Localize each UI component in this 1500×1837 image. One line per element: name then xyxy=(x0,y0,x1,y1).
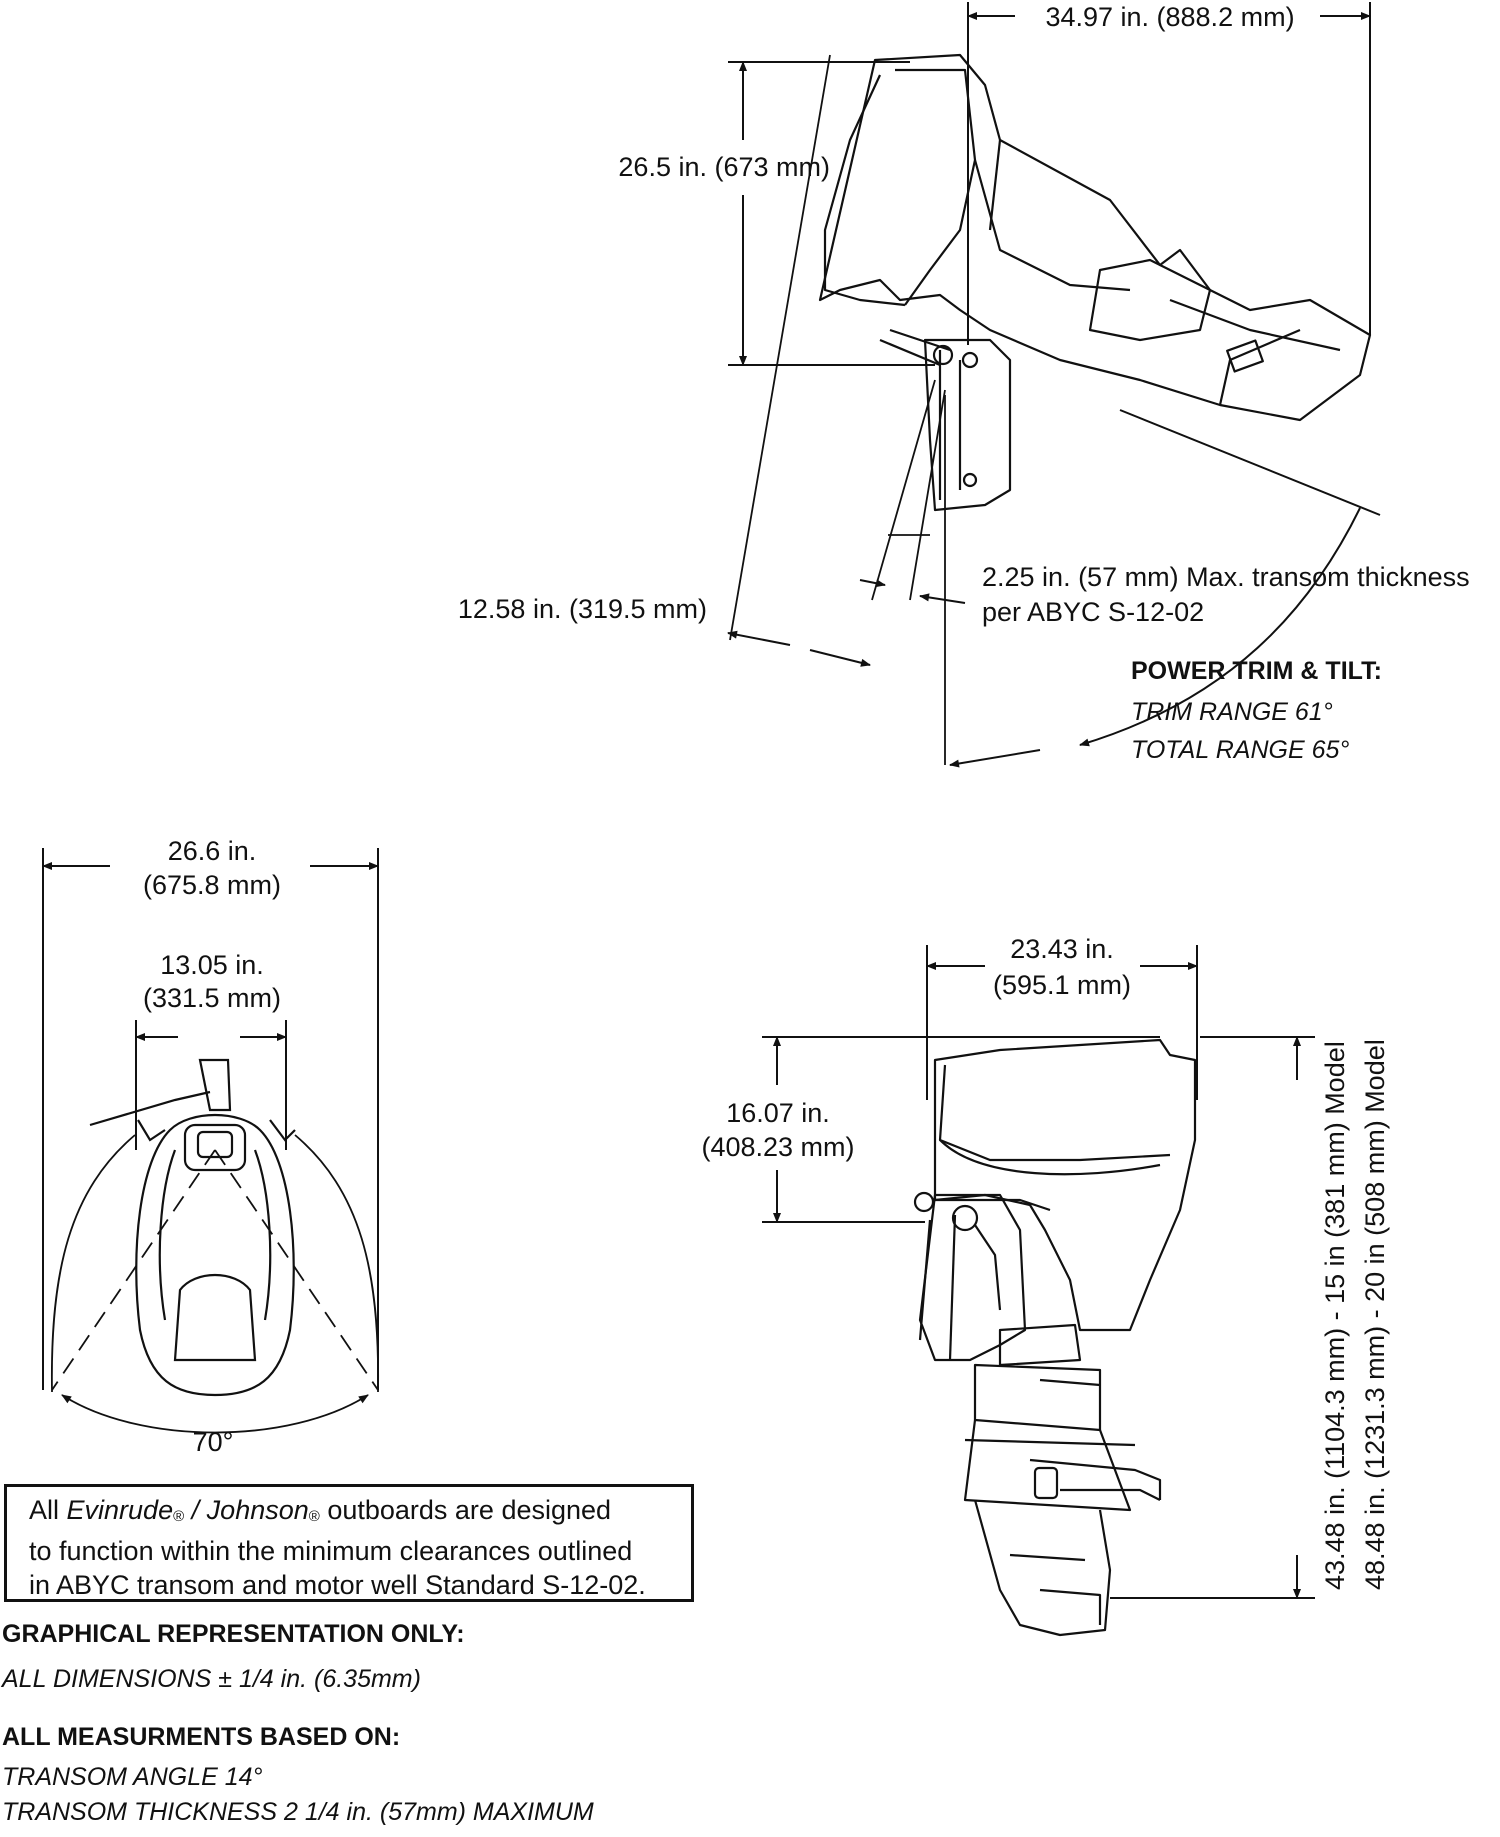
upright-upper-height-dimension xyxy=(762,1036,1160,1223)
transom-thickness-arrows xyxy=(859,579,966,604)
registered-mark: ® xyxy=(173,1508,185,1525)
tilted-height-dimension xyxy=(728,61,935,366)
total-range-text: TOTAL RANGE 65° xyxy=(1131,736,1349,764)
trim-range-text: TRIM RANGE 61° xyxy=(1131,698,1333,726)
setback-label: 12.58 in. (319.5 mm) xyxy=(458,594,707,624)
outer-width-line2: (675.8 mm) xyxy=(143,870,281,900)
setback-dimension xyxy=(727,630,871,667)
trim-range-arc xyxy=(949,409,1381,768)
transom-reference-lines xyxy=(729,54,946,765)
tilted-motor-outline xyxy=(818,53,1372,512)
upright-width-line1: 23.43 in. xyxy=(1010,934,1114,964)
front-inner-width-dimension xyxy=(135,1020,287,1150)
upright-width-dimension xyxy=(926,945,1198,1100)
brand-separator: / xyxy=(184,1495,207,1525)
outer-width-line1: 26.6 in. xyxy=(168,836,257,866)
front-view-outline xyxy=(89,1058,296,1397)
notice-prefix: All xyxy=(29,1495,67,1525)
power-trim-title: POWER TRIM & TILT: xyxy=(1131,657,1382,685)
brand-evinrude: Evinrude xyxy=(66,1495,174,1525)
notice-line-1: All Evinrude® / Johnson® outboards are d… xyxy=(29,1493,691,1534)
overall-length-dimension xyxy=(967,2,1371,345)
registered-mark: ® xyxy=(308,1508,320,1525)
graphical-tolerance: ALL DIMENSIONS ± 1/4 in. (6.35mm) xyxy=(2,1665,421,1693)
front-outer-width-dimension xyxy=(42,848,379,1390)
notice-suffix: outboards are designed xyxy=(319,1495,612,1525)
clearance-notice: All Evinrude® / Johnson® outboards are d… xyxy=(4,1484,694,1602)
upright-overall-height-dimension xyxy=(1110,1036,1315,1599)
inner-width-line1: 13.05 in. xyxy=(160,950,264,980)
upper-height-line2: (408.23 mm) xyxy=(701,1132,854,1162)
height-20-model-label: 48.48 in. (1231.3 mm) - 20 in (508 mm) M… xyxy=(1360,1039,1390,1590)
brand-johnson: Johnson xyxy=(206,1495,309,1525)
transom-thickness-line1: 2.25 in. (57 mm) Max. transom thickness xyxy=(982,562,1470,592)
upright-motor-outline xyxy=(913,1038,1197,1637)
inner-width-line2: (331.5 mm) xyxy=(143,983,281,1013)
graphical-title: GRAPHICAL REPRESENTATION ONLY: xyxy=(2,1620,465,1648)
notice-line-3: in ABYC transom and motor well Standard … xyxy=(29,1570,646,1600)
swing-angle-label: 70° xyxy=(193,1427,234,1457)
front-swing-lines xyxy=(50,1134,380,1434)
transom-thickness-text: TRANSOM THICKNESS 2 1/4 in. (57mm) MAXIM… xyxy=(2,1798,594,1826)
notice-line-2: to function within the minimum clearance… xyxy=(29,1536,633,1566)
overall-length-label: 34.97 in. (888.2 mm) xyxy=(1045,2,1294,32)
height-15-model-label: 43.48 in. (1104.3 mm) - 15 in (381 mm) M… xyxy=(1320,1041,1350,1590)
measurement-basis-title: ALL MEASURMENTS BASED ON: xyxy=(2,1723,401,1751)
transom-angle-text: TRANSOM ANGLE 14° xyxy=(2,1763,263,1791)
upright-width-line2: (595.1 mm) xyxy=(993,970,1131,1000)
transom-thickness-line2: per ABYC S-12-02 xyxy=(982,597,1204,627)
tilted-height-label: 26.5 in. (673 mm) xyxy=(618,152,830,182)
upper-height-line1: 16.07 in. xyxy=(726,1098,830,1128)
